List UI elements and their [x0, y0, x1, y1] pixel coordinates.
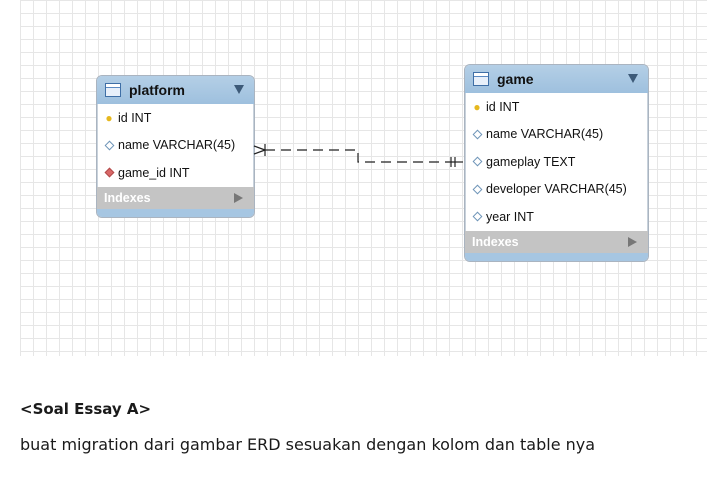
column-row[interactable]: year INT: [465, 203, 648, 231]
column-label: developer VARCHAR(45): [486, 182, 627, 197]
table-title: game: [497, 71, 534, 87]
table-icon: [105, 83, 121, 97]
column-row[interactable]: name VARCHAR(45): [97, 132, 254, 160]
indexes-label: Indexes: [472, 234, 519, 249]
question-body: buat migration dari gambar ERD sesuakan …: [20, 435, 596, 454]
relationship-line: [265, 149, 455, 163]
table-game[interactable]: game ● id INT name VARCHAR(45) gameplay …: [464, 64, 649, 262]
question-title: <Soal Essay A>: [20, 400, 152, 418]
column-label: id INT: [118, 110, 152, 125]
indexes-section[interactable]: Indexes: [465, 230, 648, 253]
column-row[interactable]: ● id INT: [97, 104, 254, 132]
collapse-arrow-icon[interactable]: [628, 74, 638, 83]
table-icon: [473, 72, 489, 86]
column-row[interactable]: name VARCHAR(45): [465, 121, 648, 149]
table-platform[interactable]: platform ● id INT name VARCHAR(45) game_…: [96, 75, 255, 218]
indexes-label: Indexes: [104, 190, 151, 205]
collapse-arrow-icon[interactable]: [234, 85, 244, 94]
column-row[interactable]: gameplay TEXT: [465, 148, 648, 176]
column-label: id INT: [486, 99, 520, 114]
primary-key-icon: ●: [473, 99, 481, 114]
indexes-section[interactable]: Indexes: [97, 186, 254, 209]
crows-foot-lower: [253, 149, 266, 155]
table-header[interactable]: game: [465, 65, 648, 93]
column-row[interactable]: developer VARCHAR(45): [465, 176, 648, 204]
column-row[interactable]: game_id INT: [97, 159, 254, 187]
expand-arrow-icon[interactable]: [628, 236, 637, 247]
column-label: gameplay TEXT: [486, 154, 576, 169]
column-label: game_id INT: [118, 165, 190, 180]
table-footer: [465, 252, 648, 261]
table-footer: [97, 208, 254, 217]
column-label: name VARCHAR(45): [118, 138, 236, 153]
primary-key-icon: ●: [105, 110, 113, 125]
table-header[interactable]: platform: [97, 76, 254, 104]
column-label: name VARCHAR(45): [486, 127, 604, 142]
expand-arrow-icon[interactable]: [234, 192, 243, 203]
column-row[interactable]: ● id INT: [465, 93, 648, 121]
table-title: platform: [129, 82, 185, 98]
crows-foot-upper: [253, 145, 266, 151]
column-label: year INT: [486, 209, 534, 224]
